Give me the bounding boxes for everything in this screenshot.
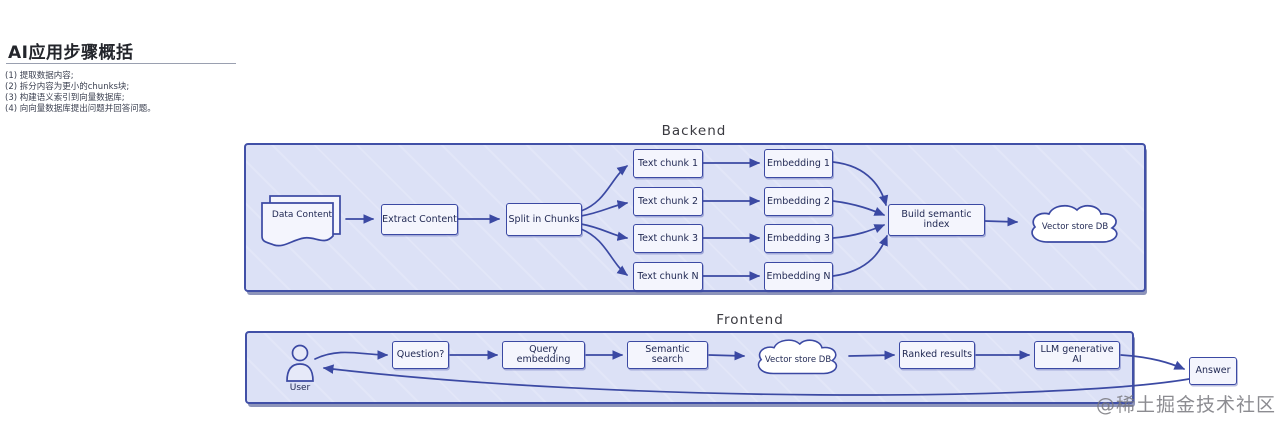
- document-icon: [261, 195, 341, 247]
- node-semantic-search: Semantic search: [627, 341, 708, 369]
- page-title: AI应用步骤概括: [8, 43, 134, 63]
- node-embedding-n: Embedding N: [764, 262, 833, 291]
- node-text-chunk-2: Text chunk 2: [633, 187, 703, 216]
- data-content-document: Data Content: [258, 192, 346, 252]
- node-embedding-1: Embedding 1: [764, 149, 833, 178]
- data-content-label: Data Content: [271, 210, 333, 220]
- frontend-section-title: Frontend: [716, 312, 784, 328]
- note-line-3: (3) 构建语义索引到向量数据库;: [5, 93, 125, 103]
- node-build-semantic-index: Build semantic index: [888, 204, 985, 236]
- backend-vector-store-db: Vector store DB: [1022, 198, 1128, 248]
- user-label: User: [289, 383, 311, 393]
- backend-section-title: Backend: [661, 123, 727, 139]
- user-figure: [283, 344, 317, 382]
- node-text-chunk-n: Text chunk N: [633, 262, 703, 291]
- node-text-chunk-3: Text chunk 3: [633, 224, 703, 253]
- title-underline: [6, 63, 236, 64]
- frontend-vector-store-db: Vector store DB: [748, 333, 848, 379]
- watermark: @稀土掘金技术社区: [1096, 394, 1277, 416]
- cloud-icon: [757, 339, 838, 375]
- note-line-1: (1) 提取数据内容;: [5, 71, 74, 81]
- note-line-2: (2) 拆分内容为更小的chunks块;: [5, 82, 130, 92]
- node-extract-content: Extract Content: [381, 204, 458, 235]
- cloud-icon: [1031, 204, 1118, 243]
- user-icon: [286, 344, 314, 382]
- backend-vector-store-db-label: Vector store DB: [1041, 222, 1109, 232]
- node-query-embedding: Query embedding: [502, 341, 585, 369]
- node-question: Question?: [392, 341, 449, 369]
- node-embedding-2: Embedding 2: [764, 187, 833, 216]
- node-llm-generative-ai: LLM generative AI: [1034, 341, 1120, 369]
- node-embedding-3: Embedding 3: [764, 224, 833, 253]
- note-line-4: (4) 向向量数据库提出问题并回答问题。: [5, 104, 156, 114]
- node-text-chunk-1: Text chunk 1: [633, 149, 703, 178]
- node-split-in-chunks: Split in Chunks: [506, 203, 582, 236]
- node-ranked-results: Ranked results: [899, 341, 975, 369]
- node-answer: Answer: [1189, 357, 1237, 385]
- frontend-vector-store-db-label: Vector store DB: [764, 354, 832, 365]
